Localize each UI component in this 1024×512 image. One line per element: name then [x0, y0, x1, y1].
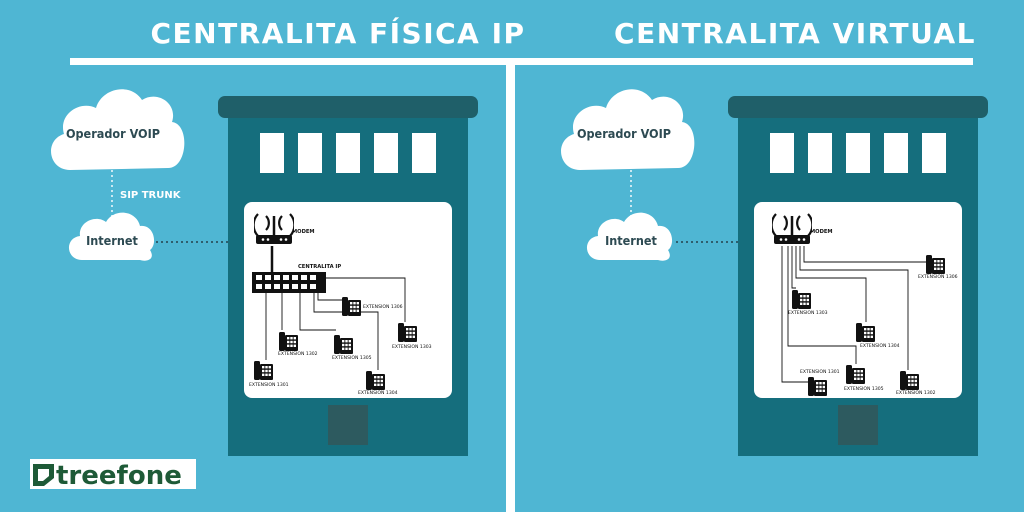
right-extension-label: EXTENSION 1304 [860, 343, 900, 349]
left-sip-trunk-label: SIP TRUNK [120, 190, 182, 201]
right-extension-label: EXTENSION 1301 [800, 369, 840, 375]
left-operator-label: Operador VOIP [66, 126, 160, 141]
right-title: CENTRALITA VIRTUAL [614, 17, 976, 50]
left-switch-icon [252, 272, 326, 293]
right-extension-label: EXTENSION 1302 [896, 390, 936, 396]
left-network: MODEM CENTRALITA IP EXTENSION 1306 EXTEN… [249, 212, 432, 396]
left-extension-label: EXTENSION 1306 [363, 304, 403, 310]
left-internet-cloud: Internet [68, 212, 155, 261]
left-extension-label: EXTENSION 1305 [332, 355, 372, 361]
right-operator-label: Operador VOIP [577, 126, 671, 141]
left-extension-label: EXTENSION 1304 [358, 390, 398, 396]
left-operator-cloud: Operador VOIP [51, 89, 185, 170]
left-extension-label: EXTENSION 1301 [249, 382, 289, 388]
right-building [728, 96, 988, 456]
right-extension-label: EXTENSION 1303 [788, 310, 828, 316]
left-extension-label: EXTENSION 1303 [392, 344, 432, 350]
right-modem-label: MODEM [810, 229, 833, 235]
right-extension-label: EXTENSION 1305 [844, 386, 884, 392]
top-divider [70, 58, 973, 65]
left-modem-label: MODEM [292, 229, 315, 235]
right-extension-label: EXTENSION 1306 [918, 274, 958, 280]
center-divider [506, 65, 515, 512]
right-internet-label: Internet [605, 233, 657, 248]
left-title: CENTRALITA FÍSICA IP [150, 16, 525, 50]
right-internet-cloud: Internet [586, 212, 673, 261]
left-extension-label: EXTENSION 1302 [278, 351, 318, 357]
logo-text: treefone [56, 461, 182, 491]
left-internet-label: Internet [86, 233, 138, 248]
right-operator-cloud: Operador VOIP [561, 89, 695, 170]
right-network: MODEM EXTENSION 1306 EXTENSION 1303 EXTE… [772, 212, 958, 396]
treefone-logo: treefone [30, 459, 196, 491]
left-switch-label: CENTRALITA IP [298, 264, 341, 270]
